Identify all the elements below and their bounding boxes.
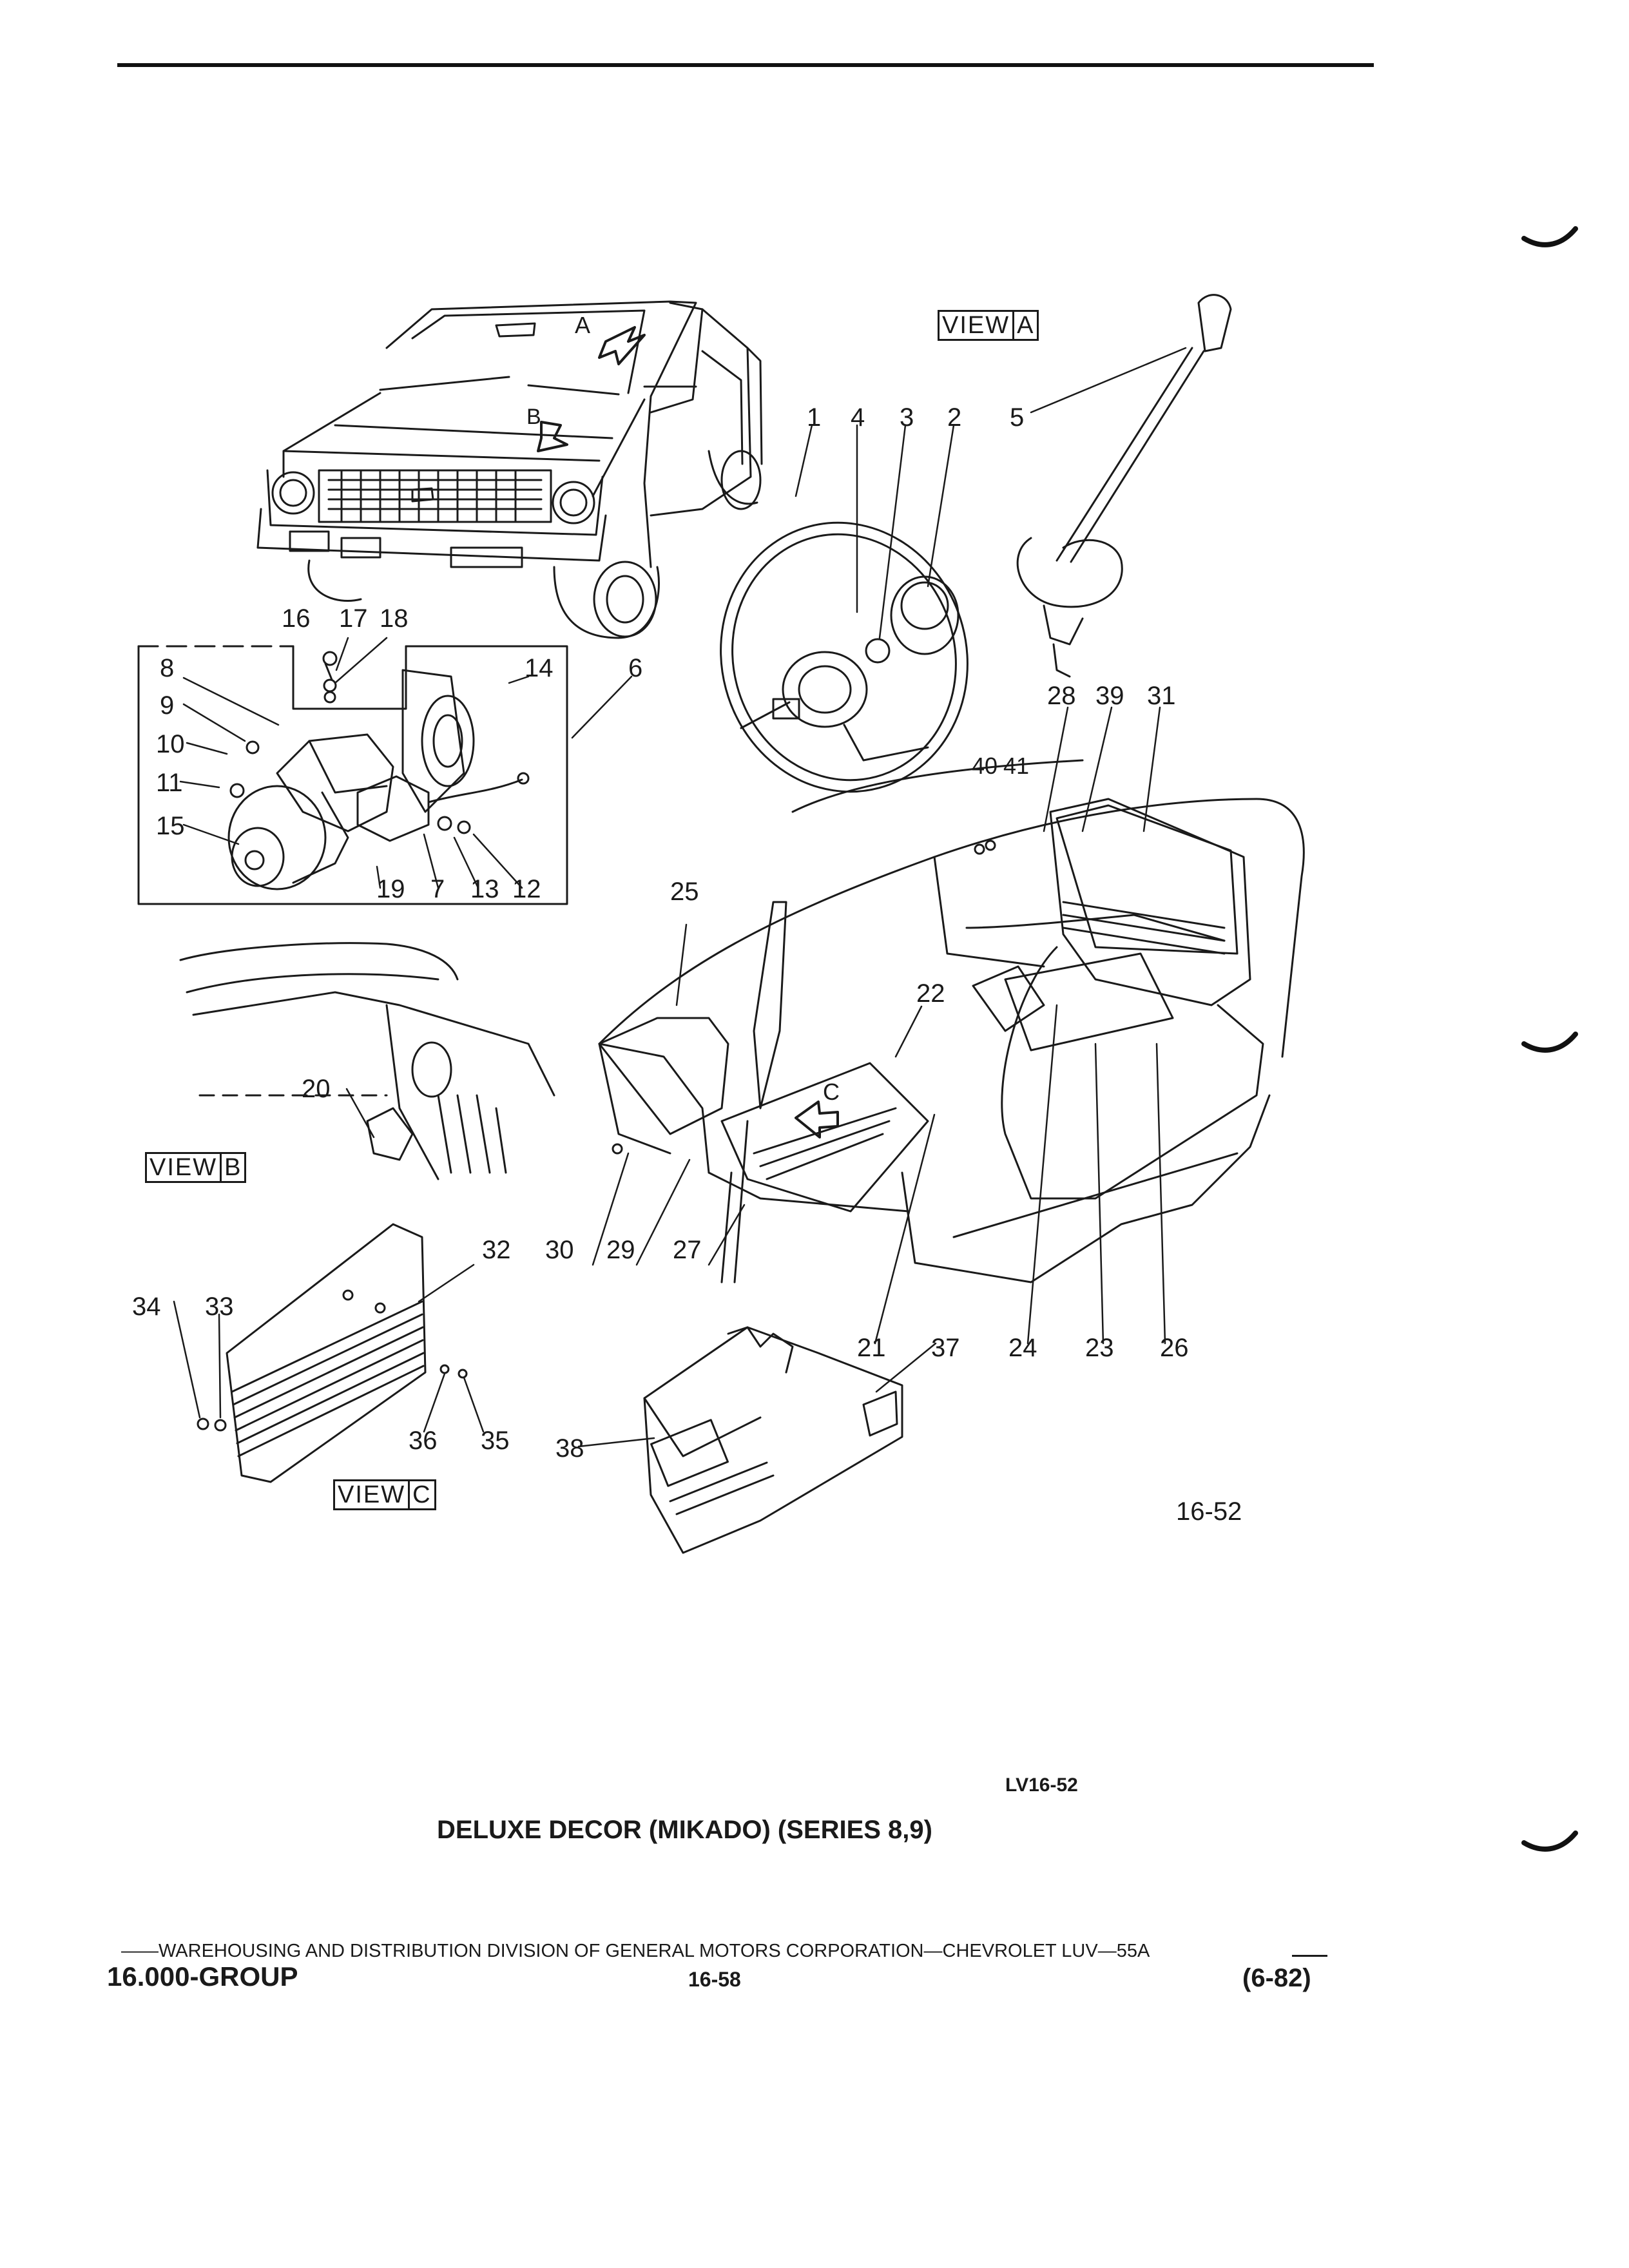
callout-39: 39 bbox=[1095, 682, 1124, 710]
console-illustration bbox=[643, 1326, 903, 1554]
callout-11: 11 bbox=[156, 769, 183, 797]
callout-13: 13 bbox=[470, 875, 499, 903]
callout-31: 31 bbox=[1147, 682, 1176, 710]
arrow-letter-a: A bbox=[575, 312, 591, 338]
footer-page-number: 16-58 bbox=[688, 1968, 741, 1991]
footer-publisher-line: ——WAREHOUSING AND DISTRIBUTION DIVISION … bbox=[121, 1941, 1150, 1961]
shift-lever-illustration bbox=[1016, 294, 1232, 678]
top-rule bbox=[117, 63, 1374, 67]
callout-9: 9 bbox=[160, 691, 175, 720]
callout-22: 22 bbox=[916, 979, 945, 1008]
leader-lines bbox=[173, 347, 1187, 1448]
callout-21: 21 bbox=[857, 1334, 886, 1362]
callout-26: 26 bbox=[1160, 1334, 1189, 1362]
callout-32: 32 bbox=[482, 1236, 511, 1264]
callout-38: 38 bbox=[555, 1434, 584, 1463]
callout-28: 28 bbox=[1047, 682, 1076, 710]
callout-30: 30 bbox=[545, 1236, 574, 1264]
callout-17: 17 bbox=[339, 604, 368, 633]
callout-4: 4 bbox=[851, 403, 865, 432]
callout-37: 37 bbox=[931, 1334, 960, 1362]
callout-40: 40 bbox=[972, 753, 998, 779]
callout-19: 19 bbox=[376, 875, 405, 903]
figure-number: 16-52 bbox=[1176, 1497, 1242, 1526]
callout-27: 27 bbox=[673, 1236, 702, 1264]
view-b-illustration bbox=[179, 942, 555, 1180]
footer-group: 16.000-GROUP bbox=[107, 1961, 298, 1992]
callout-15: 15 bbox=[156, 812, 185, 840]
callout-35: 35 bbox=[481, 1427, 510, 1455]
callout-18: 18 bbox=[380, 604, 409, 633]
view-c-illustration bbox=[197, 1223, 468, 1483]
callout-3: 3 bbox=[900, 403, 914, 432]
illustration-code: LV16-52 bbox=[1005, 1774, 1078, 1796]
callout-34: 34 bbox=[132, 1293, 161, 1321]
callout-6: 6 bbox=[628, 654, 643, 682]
callout-5: 5 bbox=[1010, 403, 1025, 432]
callout-7: 7 bbox=[430, 875, 445, 903]
cab-floor-illustration bbox=[598, 759, 1305, 1283]
figure-caption: DELUXE DECOR (MIKADO) (SERIES 8,9) bbox=[437, 1816, 932, 1844]
callout-29: 29 bbox=[606, 1236, 635, 1264]
view-a-word: VIEW bbox=[938, 310, 1015, 341]
steering-wheel-illustration bbox=[720, 521, 969, 793]
callout-24: 24 bbox=[1008, 1334, 1037, 1362]
callout-16: 16 bbox=[282, 604, 311, 633]
callout-12: 12 bbox=[512, 875, 541, 903]
callout-1: 1 bbox=[807, 403, 822, 432]
callout-10: 10 bbox=[156, 730, 185, 758]
arrow-letter-b: B bbox=[526, 405, 541, 429]
callout-2: 2 bbox=[947, 403, 962, 432]
view-c-word: VIEW bbox=[333, 1479, 410, 1510]
callout-20: 20 bbox=[302, 1075, 331, 1103]
view-b-word: VIEW bbox=[145, 1152, 222, 1183]
pickup-truck-illustration bbox=[256, 300, 763, 639]
callout-25: 25 bbox=[670, 878, 699, 906]
footer-rule-right bbox=[1292, 1955, 1327, 1957]
callout-36: 36 bbox=[409, 1427, 438, 1455]
view-a-letter: A bbox=[1014, 310, 1039, 341]
callout-41: 41 bbox=[1003, 753, 1030, 779]
callout-23: 23 bbox=[1085, 1334, 1114, 1362]
view-b-letter: B bbox=[222, 1152, 247, 1183]
callout-8: 8 bbox=[160, 654, 175, 682]
callout-33: 33 bbox=[205, 1293, 234, 1321]
footer-date: (6-82) bbox=[1242, 1964, 1311, 1992]
view-c-letter: C bbox=[410, 1479, 436, 1510]
horn-detail-box bbox=[137, 645, 568, 905]
arrow-letter-c: C bbox=[823, 1079, 840, 1105]
callout-14: 14 bbox=[525, 654, 554, 682]
